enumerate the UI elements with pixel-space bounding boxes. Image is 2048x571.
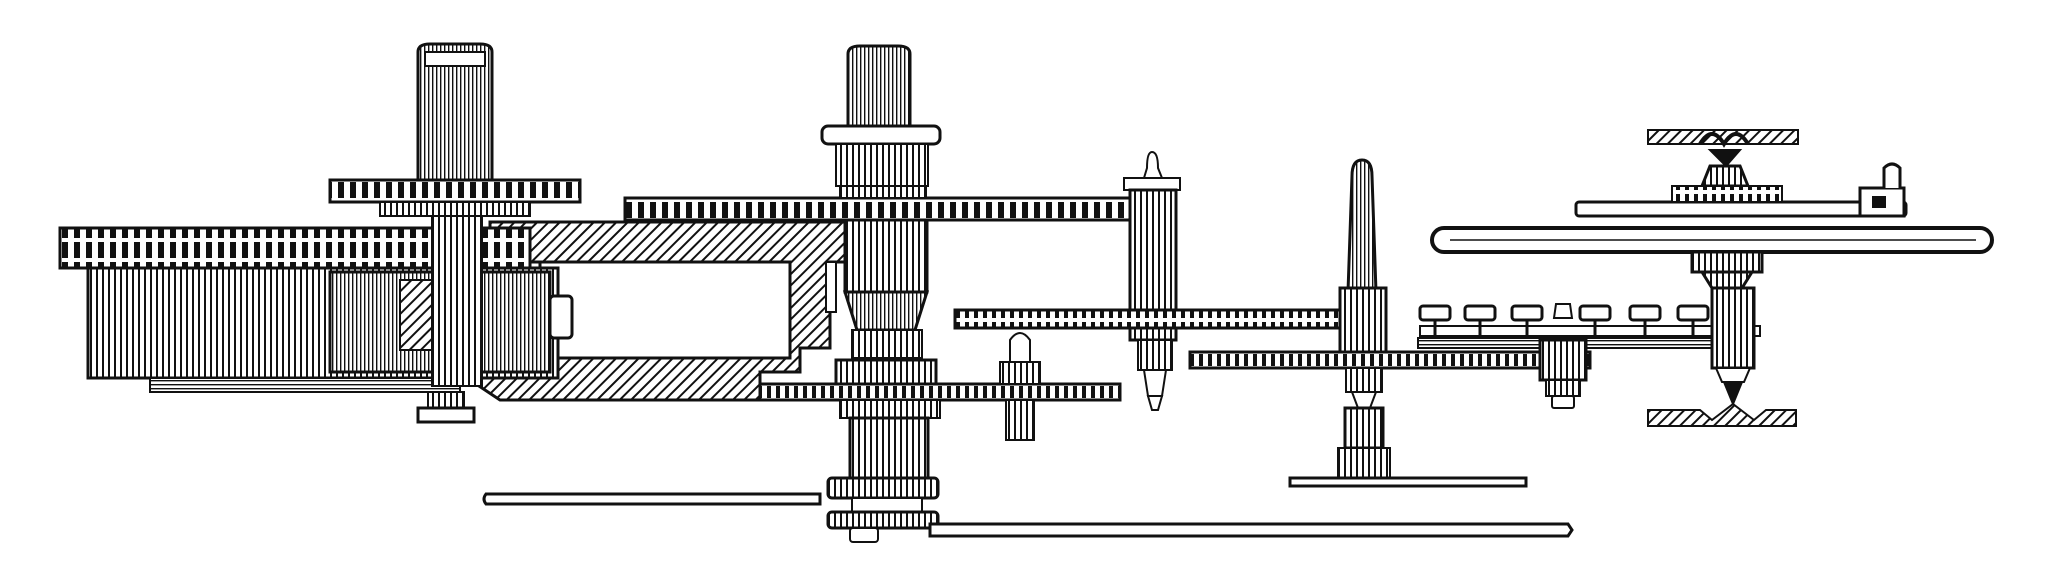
escape-wheel (1417, 303, 1761, 409)
top-jewel (1647, 129, 1799, 168)
fourth-wheel (1188, 158, 1592, 479)
cannon-pinion (820, 44, 942, 187)
third-wheel (953, 150, 1342, 411)
pallet-fork (1574, 162, 1908, 218)
minute-hand (928, 522, 1574, 538)
barrel (58, 226, 574, 393)
barrel-arbor (328, 42, 582, 424)
hour-hand (482, 492, 822, 506)
bottom-jewel (1647, 402, 1797, 427)
seconds-hand (1288, 476, 1528, 488)
balance-wheel (1430, 164, 1994, 407)
motion-wheel (758, 332, 1122, 543)
